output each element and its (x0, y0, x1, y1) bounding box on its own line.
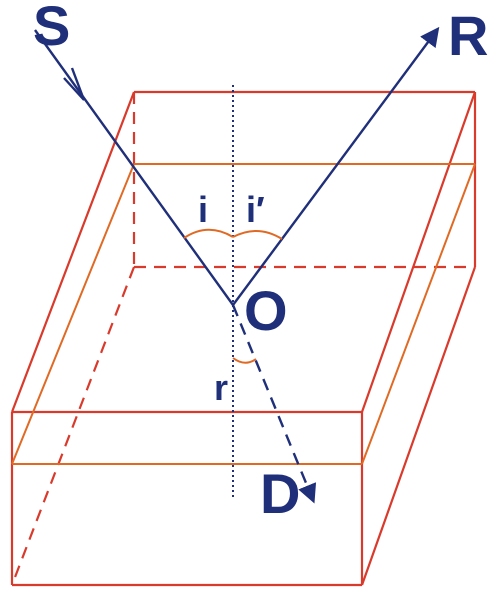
label-i: i (198, 189, 208, 230)
label-R: R (448, 4, 488, 67)
incident-direction-arrow (63, 67, 86, 101)
label-O: O (244, 279, 288, 342)
incident-ray (34, 29, 234, 306)
surface-right-edge (361, 163, 476, 465)
interface-plane (11, 163, 476, 465)
label-D: D (260, 462, 300, 525)
refraction-angle-arc (232, 357, 257, 364)
box-right-front-edge (360, 91, 477, 413)
reflected-ray (232, 26, 440, 306)
label-r: r (214, 367, 228, 408)
incidence-angle-arc (183, 228, 234, 239)
box-left-front-edge (10, 91, 136, 413)
refracted-ray (231, 304, 317, 504)
box-hidden-left-bottom (10, 266, 136, 586)
surface-left-edge (11, 163, 135, 465)
reflection-angle-arc (232, 230, 283, 240)
box-right-bottom-edge (360, 266, 477, 586)
label-i-prime: i′ (246, 189, 265, 230)
prism-box (10, 90, 477, 587)
label-S: S (33, 0, 70, 57)
